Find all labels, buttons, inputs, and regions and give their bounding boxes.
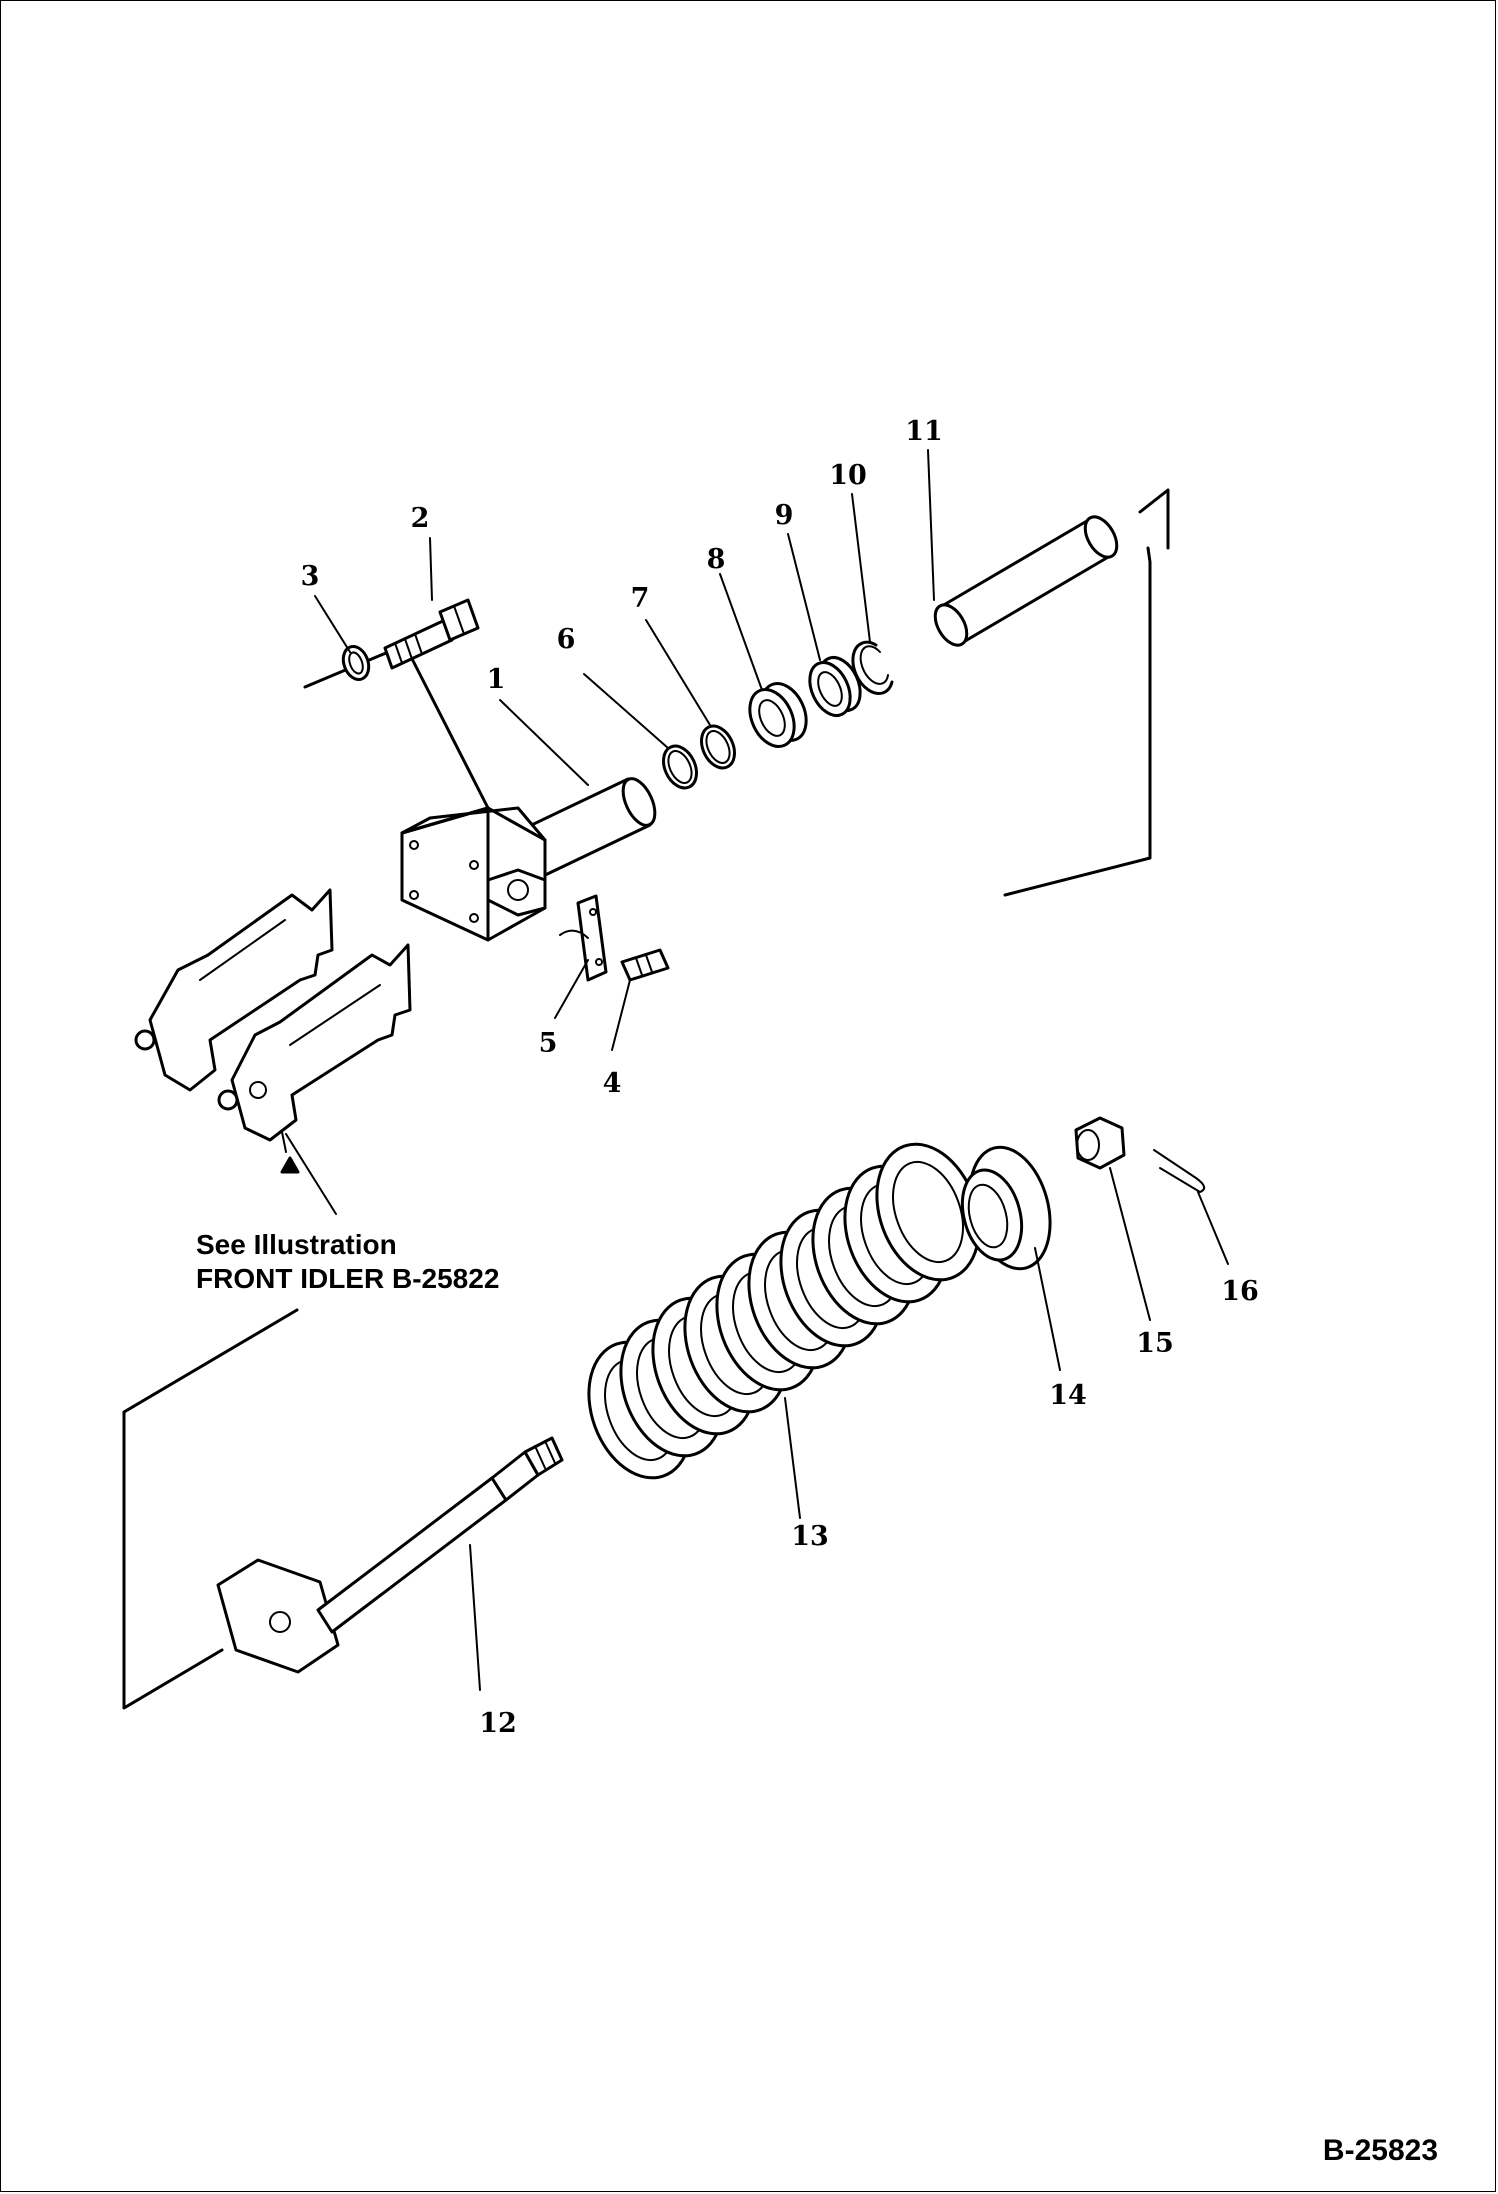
callout-numbers: 1 2 3 4 5 6 7 8 9 10 11 12 13 14 15 16 xyxy=(301,416,1259,1739)
callout-3: 3 xyxy=(301,561,320,592)
reference-note: See Illustration FRONT IDLER B-25822 xyxy=(196,1228,499,1296)
nut-part-15 xyxy=(1074,1116,1126,1170)
callout-8: 8 xyxy=(707,544,726,575)
spring-coil-inner xyxy=(892,1160,964,1264)
reference-note-line-1: See Illustration xyxy=(196,1229,397,1260)
spring-part-13 xyxy=(587,1142,981,1480)
callout-12: 12 xyxy=(479,1708,517,1739)
callout-10: 10 xyxy=(829,460,867,491)
callout-6: 6 xyxy=(557,624,576,655)
callout-15: 15 xyxy=(1136,1328,1174,1359)
o-ring-part-7 xyxy=(700,724,736,770)
bushing-part-9 xyxy=(808,656,862,717)
callout-5: 5 xyxy=(539,1028,558,1059)
retainer-part-14 xyxy=(960,1145,1052,1271)
callout-16: 16 xyxy=(1221,1276,1259,1307)
callout-4: 4 xyxy=(603,1068,622,1099)
bolt-part-2 xyxy=(383,598,480,670)
callout-11: 11 xyxy=(905,416,943,447)
cotter-pin-part-16 xyxy=(1153,1149,1206,1193)
support-part-1 xyxy=(400,777,657,942)
callout-9: 9 xyxy=(775,500,794,531)
drawing-id: B-25823 xyxy=(1322,2134,1438,2167)
plate-part-5 xyxy=(559,894,608,982)
callout-14: 14 xyxy=(1049,1380,1087,1411)
callout-7: 7 xyxy=(631,583,650,614)
callout-1: 1 xyxy=(487,664,506,695)
leader-lines xyxy=(285,449,1229,1691)
snap-ring-part-3 xyxy=(341,645,371,681)
snap-ring-part-10 xyxy=(851,640,894,695)
pin-part-11 xyxy=(933,515,1119,647)
rod-part-12 xyxy=(216,1436,564,1674)
callout-13: 13 xyxy=(791,1521,829,1552)
lower-group-bracket xyxy=(122,1308,299,1710)
idler-yoke-assembly xyxy=(134,888,412,1174)
callout-2: 2 xyxy=(411,503,430,534)
grease-fitting-part-4 xyxy=(620,948,670,982)
bushing-part-8 xyxy=(748,682,808,748)
o-ring-part-6 xyxy=(662,744,698,790)
reference-note-line-2: FRONT IDLER B-25822 xyxy=(196,1263,500,1294)
